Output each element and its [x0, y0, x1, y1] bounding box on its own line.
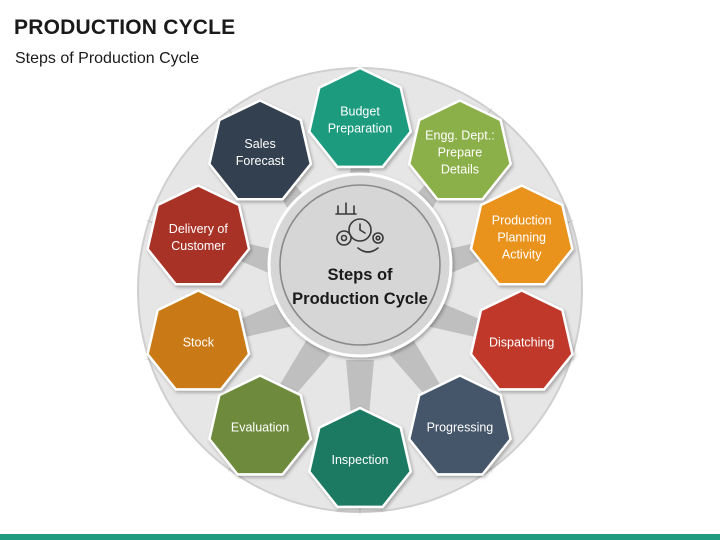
step-label-stock-line-1: Stock — [183, 336, 215, 350]
step-label-sales-forecast-line-2: Forecast — [236, 154, 285, 168]
step-shape-dispatching — [469, 289, 574, 391]
step-label-production-planning-activity-line-2: Planning — [497, 230, 546, 244]
step-shape-progressing — [407, 374, 512, 476]
step-shape-stock — [146, 289, 251, 391]
step-evaluation: Evaluation — [208, 374, 313, 476]
step-shape-engg-dept-prepare-details — [407, 99, 512, 201]
step-label-engg-dept-prepare-details-line-3: Details — [441, 162, 479, 176]
step-label-production-planning-activity-line-1: Production — [492, 213, 552, 227]
step-inspection: Inspection — [307, 406, 413, 509]
step-label-production-planning-activity-line-3: Activity — [502, 247, 542, 261]
accent-bar — [0, 534, 720, 540]
step-label-engg-dept-prepare-details-line-2: Prepare — [438, 145, 483, 159]
step-label-dispatching-line-1: Dispatching — [489, 336, 554, 350]
step-shape-inspection — [307, 406, 413, 509]
step-shape-evaluation — [208, 374, 313, 476]
step-label-budget-preparation-line-2: Preparation — [328, 122, 393, 136]
step-label-budget-preparation-line-1: Budget — [340, 105, 380, 119]
step-shape-production-planning-activity — [469, 184, 574, 286]
step-stock: Stock — [146, 289, 251, 391]
step-shape-delivery-of-customer — [146, 184, 251, 286]
center-circle — [267, 172, 453, 358]
center-title-line-2: Production Cycle — [292, 290, 428, 308]
step-shape-sales-forecast — [208, 99, 313, 201]
step-label-engg-dept-prepare-details-line-1: Engg. Dept.: — [425, 128, 495, 142]
step-label-sales-forecast-line-1: Sales — [244, 137, 275, 151]
step-label-progressing-line-1: Progressing — [427, 421, 494, 435]
cycle-arrow-ring — [279, 184, 441, 346]
step-label-evaluation-line-1: Evaluation — [231, 421, 289, 435]
step-progressing: Progressing — [407, 374, 512, 476]
page-subtitle: Steps of Production Cycle — [15, 50, 200, 67]
center-title-line-1: Steps of — [327, 266, 393, 284]
step-label-delivery-of-customer-line-1: Delivery of — [169, 222, 229, 236]
step-delivery-of-customer: Delivery of Customer — [146, 184, 251, 286]
step-dispatching: Dispatching — [469, 289, 574, 391]
step-label-delivery-of-customer-line-2: Customer — [171, 239, 225, 253]
step-label-inspection-line-1: Inspection — [332, 453, 389, 467]
step-shape-budget-preparation — [307, 66, 413, 169]
page-title: PRODUCTION CYCLE — [14, 16, 236, 39]
gears-clock-icon — [335, 202, 384, 253]
